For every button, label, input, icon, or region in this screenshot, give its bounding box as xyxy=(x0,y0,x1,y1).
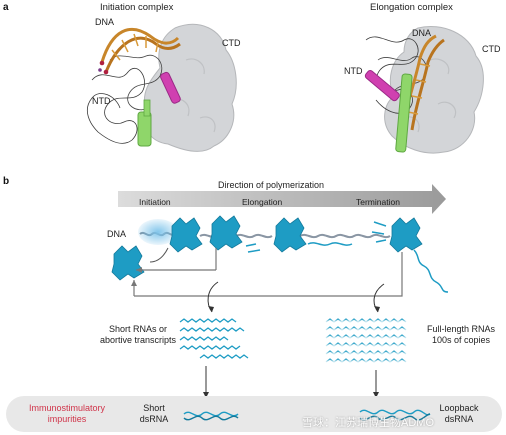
elongation-complex-structure xyxy=(364,26,484,154)
stage-initiation: Initiation xyxy=(139,197,171,207)
short-dsrna-icon xyxy=(183,411,239,421)
short-rna-label-line1: Short RNAs or xyxy=(108,324,168,334)
direction-arrow xyxy=(118,184,446,214)
polymerase-early xyxy=(111,245,145,281)
impurities-label-line1: Immunostimulatory xyxy=(28,403,106,413)
panel-a-letter: a xyxy=(3,2,9,13)
elongation-complex-title: Elongation complex xyxy=(370,2,453,13)
loopback-dsrna-icon xyxy=(359,409,431,421)
initiation-complex-title: Initiation complex xyxy=(100,2,174,13)
initiation-ntd-label: NTD xyxy=(92,96,111,106)
impurities-band xyxy=(6,396,502,432)
polymerase-elongation-2 xyxy=(273,217,353,253)
impurities-label-line2: impurities xyxy=(47,414,87,424)
short-dsrna-label-line1: Short xyxy=(143,403,165,413)
return-arrow-2 xyxy=(134,252,403,297)
full-length-rna-pile xyxy=(325,318,407,363)
initiation-ctd-label: CTD xyxy=(222,38,241,48)
polymerase-termination xyxy=(371,217,449,293)
cycle-arrow-1 xyxy=(149,247,169,263)
promoter-glow xyxy=(138,219,178,245)
dna-label: DNA xyxy=(107,229,127,239)
stage-elongation: Elongation xyxy=(242,197,283,207)
stage-termination: Termination xyxy=(356,197,400,207)
panel-b-letter: b xyxy=(3,176,10,187)
elongation-ctd-label: CTD xyxy=(482,44,501,54)
loopback-label-line1: Loopback xyxy=(439,403,479,413)
loopback-label-line2: dsRNA xyxy=(444,414,474,424)
dna-strand-2 xyxy=(299,233,391,239)
short-rna-pile xyxy=(179,318,249,359)
initiation-complex-structure xyxy=(86,23,237,152)
short-rna-label-line2: abortive transcripts xyxy=(99,335,177,345)
elongation-dna-label: DNA xyxy=(412,28,432,38)
polymerase-elongation-1 xyxy=(209,215,261,253)
elongation-ntd-label: NTD xyxy=(344,66,363,76)
polymerase-initiation xyxy=(169,217,203,253)
initiation-dna-label: DNA xyxy=(95,17,115,27)
watermark: 雪球：江苏瑞博生物ADMO xyxy=(302,417,434,429)
short-dsrna-label-line2: dsRNA xyxy=(139,414,169,424)
full-rna-label-line1: Full-length RNAs xyxy=(426,324,496,334)
full-rna-label-line2: 100s of copies xyxy=(431,335,491,345)
direction-label: Direction of polymerization xyxy=(218,180,325,190)
